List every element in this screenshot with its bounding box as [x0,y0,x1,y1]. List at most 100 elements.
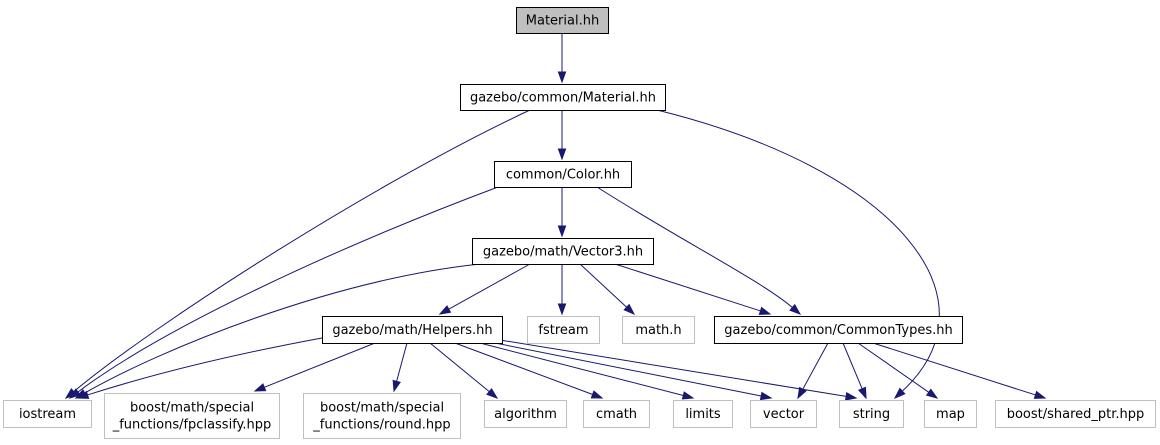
edge-line [396,342,408,382]
edge-line [429,342,490,393]
node-label: _functions/round.hpp [312,418,450,433]
node-helpers-hh[interactable]: gazebo/math/Helpers.hh [322,316,503,344]
arrowhead-icon [623,303,636,316]
node-box [622,316,695,344]
node-fpclassify-hpp: boost/math/special_functions/fpclassify.… [104,393,280,439]
node-label: common/Color.hh [506,168,620,183]
edge-commontypes_hh-to-shared_ptr_hpp [872,342,1047,399]
node-box [303,393,461,439]
node-common-material-hh[interactable]: gazebo/common/Material.hh [460,84,666,111]
node-label: boost/shared_ptr.hpp [1007,407,1145,422]
node-algorithm: algorithm [484,400,567,428]
arrowhead-icon [681,391,695,400]
node-color-hh[interactable]: common/Color.hh [494,161,632,188]
edge-line [494,342,762,397]
node-label: math.h [635,323,681,338]
edge-line [454,342,593,395]
node-box [924,400,977,428]
edge-line [596,186,793,308]
arrowhead-icon [76,390,90,399]
edge-line [842,342,863,389]
node-box [472,238,654,265]
edge-color_hh-to-vector3_hh [557,187,567,238]
edge-commontypes_hh-to-string [842,342,867,400]
edge-line [479,342,684,396]
node-box [750,400,817,428]
edge-common_material_hh-to-iostream [64,109,531,399]
node-box [104,393,280,439]
edge-color_hh-to-commontypes_hh [596,186,802,315]
node-label: limits [685,407,721,422]
node-label: boost/math/special [320,401,444,416]
nodes-layer: Material.hh gazebo/common/Material.hh comm… [3,7,1156,439]
node-box [583,400,650,428]
node-commontypes-hh[interactable]: gazebo/common/CommonTypes.hh [714,316,963,344]
edge-helpers_hh-to-string [499,339,858,401]
edge-common_material_hh-to-string [656,109,940,400]
edges-layer [64,33,1047,401]
edge-vector3_hh-to-fstream [557,264,567,316]
edge-line [448,263,531,310]
edge-commontypes_hh-to-vector [797,342,829,400]
node-box [322,316,503,344]
node-round-hpp: boost/math/special _functions/round.hpp [303,393,461,439]
node-vector3-hh[interactable]: gazebo/math/Vector3.hh [472,238,654,265]
edge-common_material_hh-to-color_hh [557,110,567,161]
node-label: Material.hh [526,14,599,29]
node-material-hh[interactable]: Material.hh [516,7,609,34]
node-label: _functions/fpclassify.hpp [112,418,272,433]
edge-line [579,263,628,308]
node-box [995,400,1156,428]
edge-line [857,342,930,393]
arrowhead-icon [557,71,567,84]
arrowhead-icon [789,303,802,315]
edge-vector3_hh-to-math_h [579,263,636,316]
edge-vector3_hh-to-commontypes_hh [614,263,772,315]
arrowhead-icon [438,305,452,315]
arrowhead-icon [557,225,567,238]
arrowhead-icon [857,386,867,400]
edge-line [802,342,829,390]
node-label: gazebo/common/Material.hh [470,91,656,106]
edge-line [656,109,940,392]
edge-helpers_hh-to-cmath [454,342,604,399]
edge-line [872,342,1036,396]
arrowhead-icon [844,392,858,401]
node-box [516,7,609,34]
edge-helpers_hh-to-algorithm [429,342,499,399]
arrowhead-icon [1033,390,1047,399]
node-box [484,400,567,428]
edge-line [73,109,531,392]
node-box [673,400,733,428]
edge-helpers_hh-to-round_hpp [392,342,408,393]
node-map: map [924,400,977,428]
node-label: gazebo/common/CommonTypes.hh [724,323,952,338]
node-label: fstream [538,323,588,338]
node-limits: limits [673,400,733,428]
node-label: map [936,407,965,422]
edge-line [84,263,481,394]
node-vector: vector [750,400,817,428]
edge-helpers_hh-to-fpclassify_hpp [253,342,376,392]
arrowhead-icon [590,390,604,399]
node-iostream: iostream [3,400,92,428]
node-label: cmath [596,407,637,422]
arrowhead-icon [486,388,499,399]
arrowhead-icon [253,383,267,392]
edge-line [264,342,376,388]
arrowhead-icon [925,388,939,399]
edge-line [77,186,499,393]
node-cmath: cmath [583,400,650,428]
arrowhead-icon [797,386,807,400]
arrowhead-icon [893,387,906,400]
edge-commontypes_hh-to-map [857,342,939,399]
node-fstream: fstream [527,316,600,344]
node-label: algorithm [494,407,557,422]
node-string: string [839,400,904,428]
node-box [460,84,666,111]
node-box [527,316,600,344]
node-label: gazebo/math/Vector3.hh [483,245,643,260]
edge-line [614,263,761,312]
node-box [3,400,92,428]
